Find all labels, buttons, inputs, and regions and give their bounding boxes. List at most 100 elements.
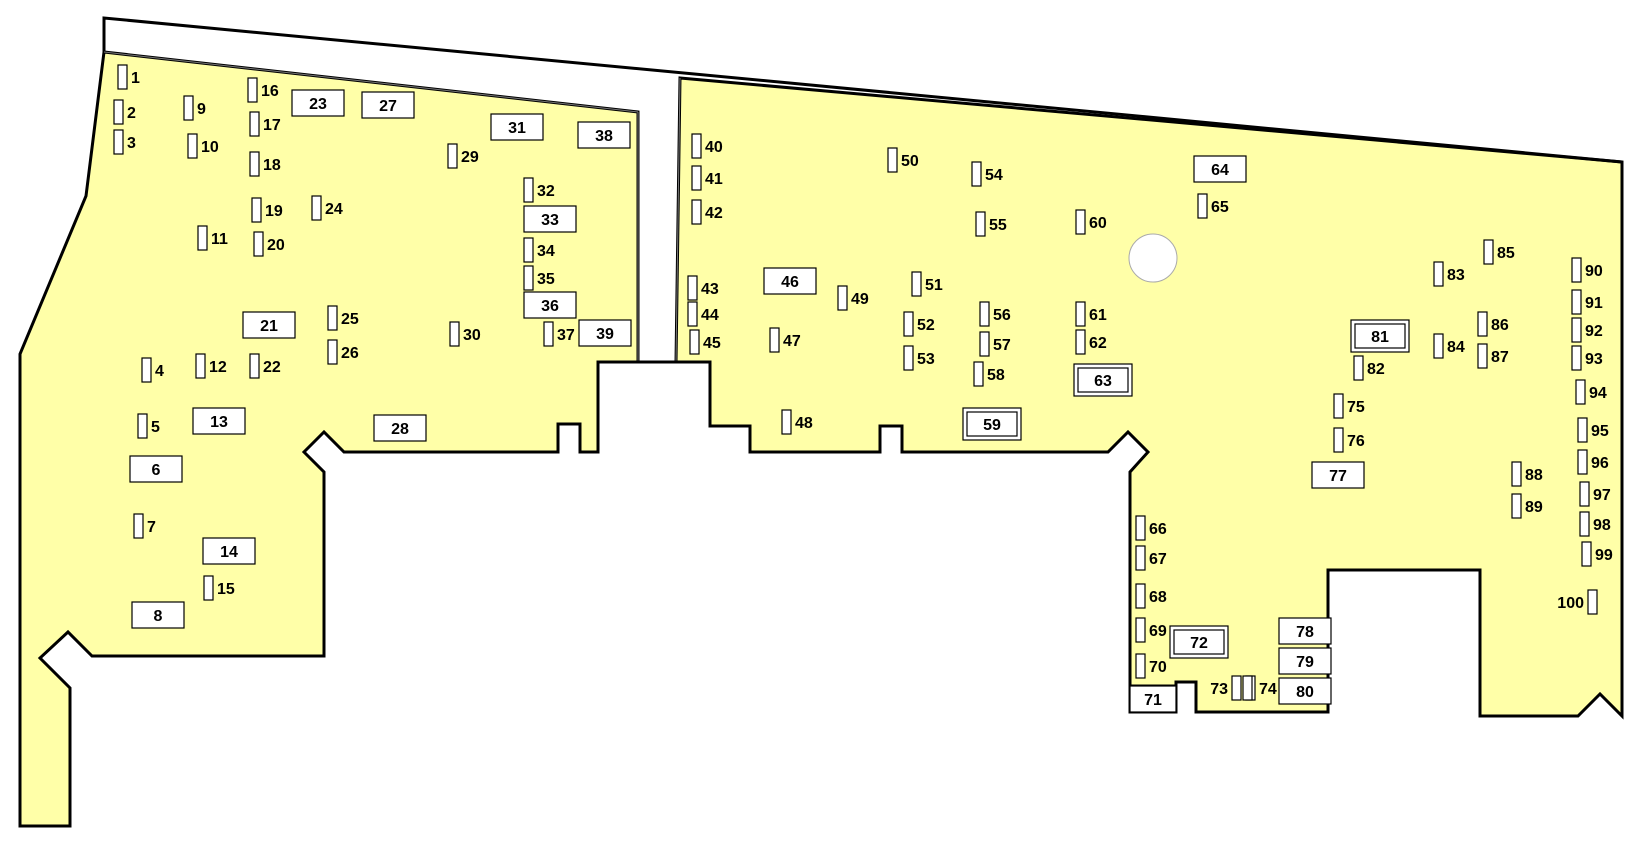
slot-45[interactable]: 45 (689, 329, 721, 355)
slot-26[interactable]: 26 (327, 339, 359, 365)
slot-22[interactable]: 22 (249, 353, 281, 379)
slot-80[interactable]: 80 (1278, 677, 1332, 705)
slot-65[interactable]: 65 (1197, 193, 1229, 219)
slot-64[interactable]: 64 (1193, 155, 1247, 183)
slot-16[interactable]: 16 (247, 77, 279, 103)
slot-47[interactable]: 47 (769, 327, 801, 353)
slot-100[interactable]: 100 (1557, 589, 1598, 615)
slot-60[interactable]: 60 (1075, 209, 1107, 235)
slot-39[interactable]: 39 (578, 319, 632, 347)
slot-76[interactable]: 76 (1333, 427, 1365, 453)
slot-51[interactable]: 51 (911, 271, 943, 297)
slot-52[interactable]: 52 (903, 311, 935, 337)
slot-23[interactable]: 23 (291, 89, 345, 117)
slot-35[interactable]: 35 (523, 265, 555, 291)
slot-7[interactable]: 7 (133, 513, 156, 539)
slot-99[interactable]: 99 (1581, 541, 1613, 567)
slot-84[interactable]: 84 (1433, 333, 1465, 359)
slot-9[interactable]: 9 (183, 95, 206, 121)
slot-6[interactable]: 6 (129, 455, 183, 483)
slot-75[interactable]: 75 (1333, 393, 1365, 419)
slot-91[interactable]: 91 (1571, 289, 1603, 315)
slot-37[interactable]: 37 (543, 321, 575, 347)
slot-82[interactable]: 82 (1353, 355, 1385, 381)
slot-87[interactable]: 87 (1477, 343, 1509, 369)
slot-58[interactable]: 58 (973, 361, 1005, 387)
slot-95[interactable]: 95 (1577, 417, 1609, 443)
slot-78[interactable]: 78 (1278, 617, 1332, 645)
slot-32[interactable]: 32 (523, 177, 555, 203)
slot-34[interactable]: 34 (523, 237, 555, 263)
slot-15[interactable]: 15 (203, 575, 235, 601)
slot-40[interactable]: 40 (691, 133, 723, 159)
slot-70[interactable]: 70 (1135, 653, 1167, 679)
slot-42[interactable]: 42 (691, 199, 723, 225)
slot-79[interactable]: 79 (1278, 647, 1332, 675)
slot-43[interactable]: 43 (687, 275, 719, 301)
slot-50[interactable]: 50 (887, 147, 919, 173)
slot-61[interactable]: 61 (1075, 301, 1107, 327)
slot-1[interactable]: 1 (117, 64, 140, 90)
slot-81[interactable]: 81 (1350, 319, 1410, 353)
slot-67[interactable]: 67 (1135, 545, 1167, 571)
slot-71[interactable]: 71 (1129, 685, 1177, 713)
slot-92[interactable]: 92 (1571, 317, 1603, 343)
slot-54[interactable]: 54 (971, 161, 1003, 187)
slot-18[interactable]: 18 (249, 151, 281, 177)
slot-89[interactable]: 89 (1511, 493, 1543, 519)
slot-90[interactable]: 90 (1571, 257, 1603, 283)
slot-28[interactable]: 28 (373, 414, 427, 442)
slot-73[interactable]: 73 (1210, 675, 1242, 701)
slot-96[interactable]: 96 (1577, 449, 1609, 475)
slot-36[interactable]: 36 (523, 291, 577, 319)
slot-24[interactable]: 24 (311, 195, 343, 221)
slot-19[interactable]: 19 (251, 197, 283, 223)
slot-98[interactable]: 98 (1579, 511, 1611, 537)
slot-10[interactable]: 10 (187, 133, 219, 159)
slot-83[interactable]: 83 (1433, 261, 1465, 287)
slot-17[interactable]: 17 (249, 111, 281, 137)
slot-72[interactable]: 72 (1169, 625, 1229, 659)
slot-2[interactable]: 2 (113, 99, 136, 125)
slot-5[interactable]: 5 (137, 413, 160, 439)
slot-56[interactable]: 56 (979, 301, 1011, 327)
slot-44[interactable]: 44 (687, 301, 719, 327)
slot-94[interactable]: 94 (1575, 379, 1607, 405)
slot-68[interactable]: 68 (1135, 583, 1167, 609)
slot-14[interactable]: 14 (202, 537, 256, 565)
slot-11[interactable]: 11 (197, 225, 228, 251)
slot-31[interactable]: 31 (490, 113, 544, 141)
slot-57[interactable]: 57 (979, 331, 1011, 357)
slot-66[interactable]: 66 (1135, 515, 1167, 541)
slot-20[interactable]: 20 (253, 231, 285, 257)
slot-59[interactable]: 59 (962, 407, 1022, 441)
slot-41[interactable]: 41 (691, 165, 723, 191)
slot-88[interactable]: 88 (1511, 461, 1543, 487)
slot-12[interactable]: 12 (195, 353, 227, 379)
slot-21[interactable]: 21 (242, 311, 296, 339)
slot-8[interactable]: 8 (131, 601, 185, 629)
slot-29[interactable]: 29 (447, 143, 479, 169)
slot-53[interactable]: 53 (903, 345, 935, 371)
slot-85[interactable]: 85 (1483, 239, 1515, 265)
slot-97[interactable]: 97 (1579, 481, 1611, 507)
slot-27[interactable]: 27 (361, 91, 415, 119)
slot-69[interactable]: 69 (1135, 617, 1167, 643)
slot-label: 59 (983, 417, 1001, 434)
slot-4[interactable]: 4 (141, 357, 164, 383)
slot-3[interactable]: 3 (113, 129, 136, 155)
slot-62[interactable]: 62 (1075, 329, 1107, 355)
slot-46[interactable]: 46 (763, 267, 817, 295)
slot-13[interactable]: 13 (192, 407, 246, 435)
slot-63[interactable]: 63 (1073, 363, 1133, 397)
slot-86[interactable]: 86 (1477, 311, 1509, 337)
slot-93[interactable]: 93 (1571, 345, 1603, 371)
slot-33[interactable]: 33 (523, 205, 577, 233)
slot-55[interactable]: 55 (975, 211, 1007, 237)
slot-49[interactable]: 49 (837, 285, 869, 311)
slot-30[interactable]: 30 (449, 321, 481, 347)
slot-48[interactable]: 48 (781, 409, 813, 435)
slot-77[interactable]: 77 (1311, 461, 1365, 489)
slot-25[interactable]: 25 (327, 305, 359, 331)
slot-38[interactable]: 38 (577, 121, 631, 149)
